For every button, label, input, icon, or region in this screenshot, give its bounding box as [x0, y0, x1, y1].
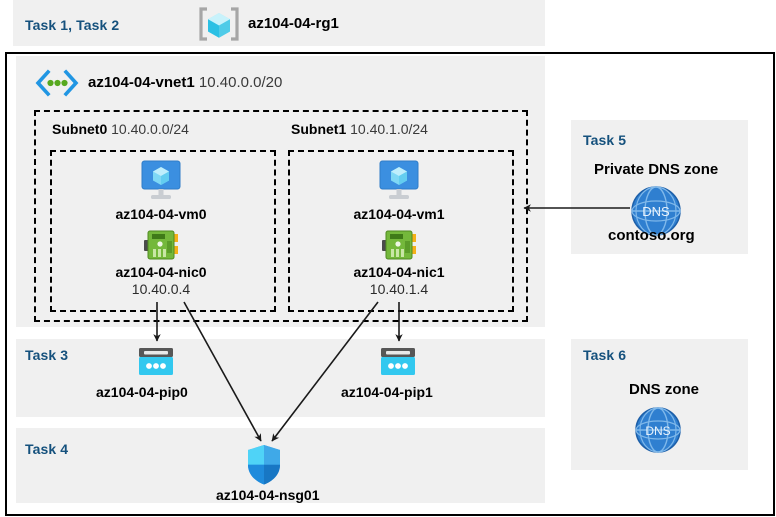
svg-text:DNS: DNS: [645, 424, 670, 438]
task6-label: Task 6: [583, 347, 627, 363]
virtual-network-icon: [34, 69, 80, 97]
nic1-caption: az104-04-nic1 10.40.1.4: [319, 264, 479, 298]
task5-zone-name: contoso.org: [608, 227, 695, 244]
nic0-name: az104-04-nic0: [115, 264, 207, 280]
nic0-caption: az104-04-nic0 10.40.0.4: [81, 264, 241, 298]
resource-group-icon: [197, 6, 241, 42]
vm0-caption: az104-04-vm0: [81, 206, 241, 223]
nic1-name: az104-04-nic1: [353, 264, 445, 280]
network-interface-icon: [381, 228, 417, 262]
task6-heading: DNS zone: [629, 381, 700, 398]
subnet1-cidr: 10.40.1.0/24: [350, 121, 428, 137]
vm1-caption: az104-04-vm1: [319, 206, 479, 223]
vm1-name: az104-04-vm1: [353, 206, 445, 222]
dns-zone-icon: DNS: [630, 185, 682, 237]
vnet-panel: [16, 56, 545, 327]
public-ip-address-icon: [136, 345, 176, 379]
task4-label: Task 4: [25, 441, 69, 457]
svg-text:DNS: DNS: [642, 204, 670, 219]
resource-group-name: az104-04-rg1: [248, 15, 339, 32]
subnet0-cidr: 10.40.0.0/24: [111, 121, 189, 137]
public-ip-address-icon: [378, 345, 418, 379]
task1-task2-panel: [13, 0, 545, 46]
diagram-outer-frame: [5, 52, 775, 516]
task5-heading: Private DNS zone: [594, 161, 719, 178]
subnet0-box: [50, 150, 276, 312]
nic0-ip: 10.40.0.4: [131, 281, 191, 297]
vnet-address-space: 10.40.0.0/20: [198, 74, 283, 91]
task3-panel: [16, 339, 545, 417]
network-interface-icon: [143, 228, 179, 262]
subnet1-box: [288, 150, 514, 312]
subnet1-title: Subnet1 10.40.1.0/24: [291, 121, 428, 137]
network-security-group-icon: [246, 444, 282, 486]
dns-zone-icon: DNS: [634, 406, 682, 454]
vnet-title: az104-04-vnet1 10.40.0.0/20: [88, 74, 282, 91]
nsg-name: az104-04-nsg01: [216, 487, 320, 503]
subnet0-title: Subnet0 10.40.0.0/24: [52, 121, 189, 137]
vm0-name: az104-04-vm0: [115, 206, 207, 222]
pip0-name: az104-04-pip0: [96, 384, 188, 400]
virtual-machine-icon: [373, 159, 425, 203]
task3-label: Task 3: [25, 347, 69, 363]
subnet0-label: Subnet0: [52, 121, 108, 137]
task5-label: Task 5: [583, 132, 627, 148]
vnet-name: az104-04-vnet1: [88, 74, 195, 91]
subnet1-label: Subnet1: [291, 121, 347, 137]
pip1-name: az104-04-pip1: [341, 384, 433, 400]
nic1-ip: 10.40.1.4: [369, 281, 429, 297]
virtual-machine-icon: [135, 159, 187, 203]
task1-task2-label: Task 1, Task 2: [25, 17, 120, 33]
